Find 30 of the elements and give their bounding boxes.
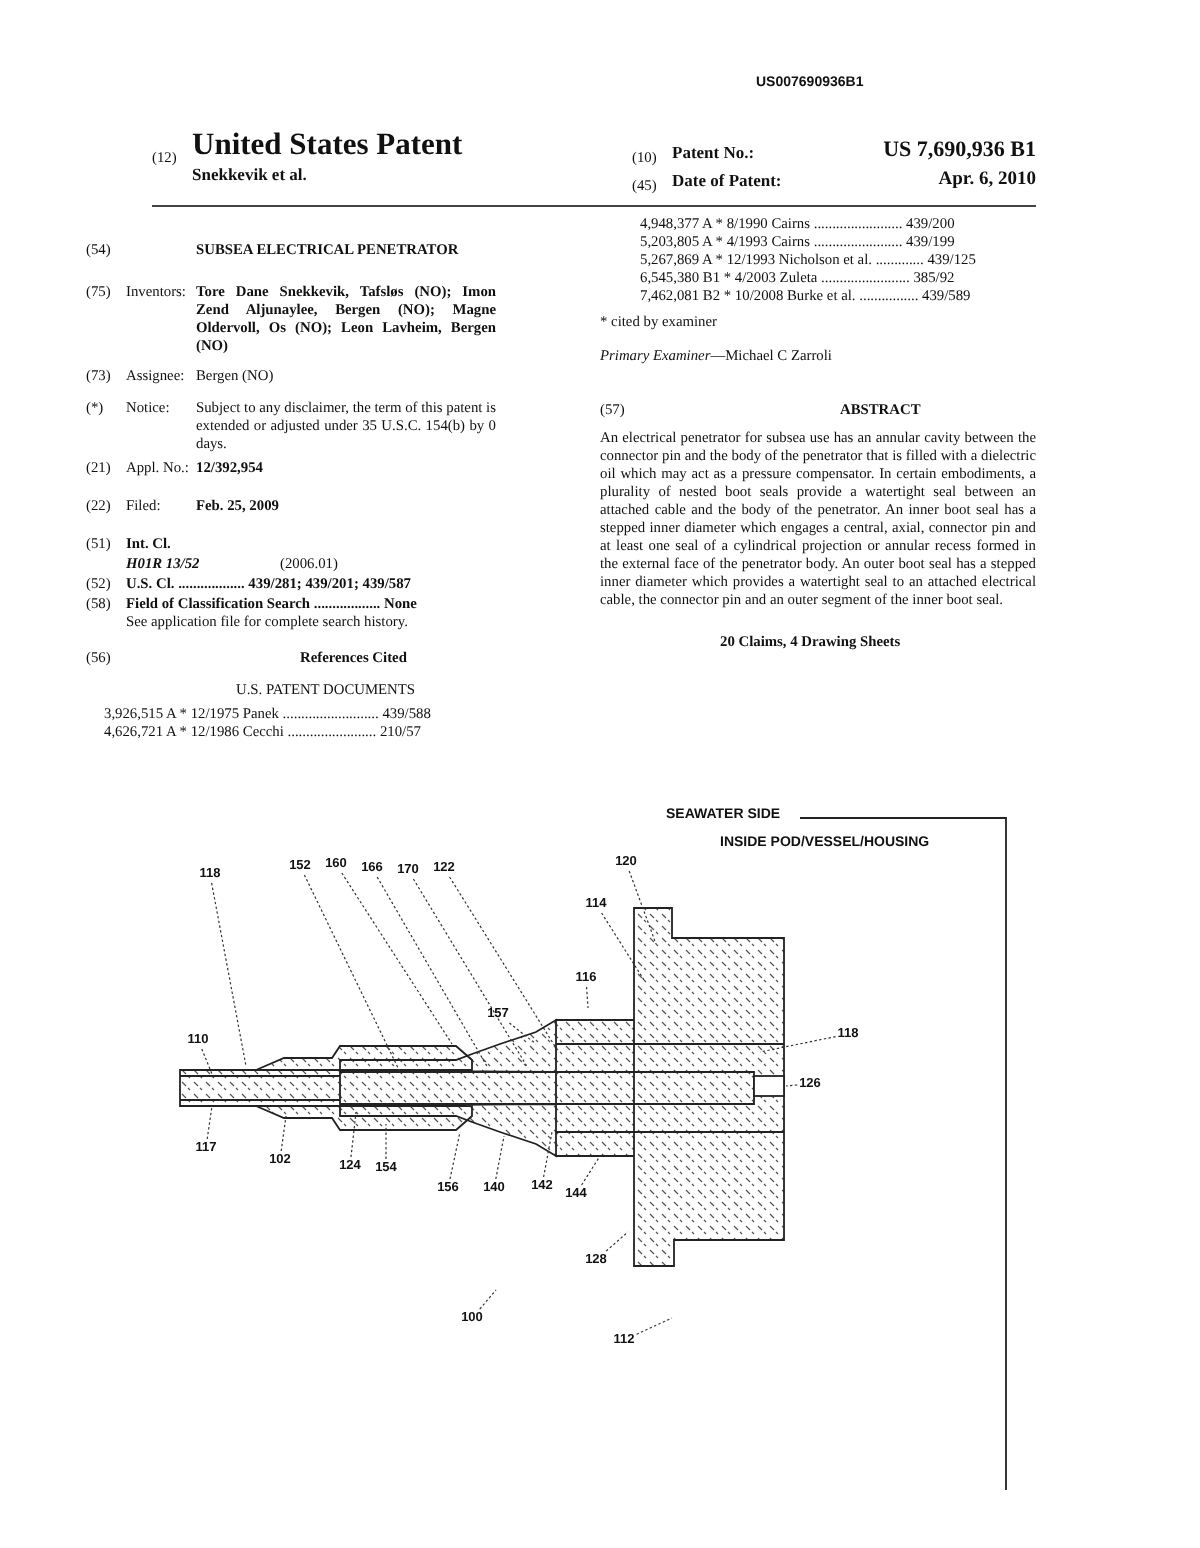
field-label: Date of Patent: [672,172,782,190]
leader-line [581,1155,601,1186]
leader-line [206,1105,213,1140]
leader-line [412,878,529,1069]
leader-line [785,1084,798,1087]
leader-line [605,1231,629,1252]
leader-line [341,872,453,1045]
leader-line [201,1048,213,1075]
leader-line [636,1317,673,1335]
leader-line [628,870,657,945]
document-title: United States Patent [192,128,463,162]
leader-line [385,1123,387,1160]
patent-number: US 7,690,936 B1 [883,138,1036,162]
leader-line [211,882,247,1067]
leader-line [449,1131,461,1180]
inventor-short-name: Snekkevik et al. [192,166,307,184]
leader-line [586,986,589,1009]
leader-line [495,1135,505,1180]
leader-line [350,1111,357,1158]
leader-line [280,1115,287,1152]
leader-line [479,1289,497,1310]
leader-line [759,1036,837,1053]
field-label: Patent No.: [672,144,755,162]
leader-line [376,876,489,1069]
patent-date: Apr. 6, 2010 [938,170,1036,192]
leader-line [543,1131,553,1178]
leader-line [449,876,557,1049]
leader-line [508,1022,537,1045]
leader-line [601,912,645,981]
leader-line [303,874,401,1073]
